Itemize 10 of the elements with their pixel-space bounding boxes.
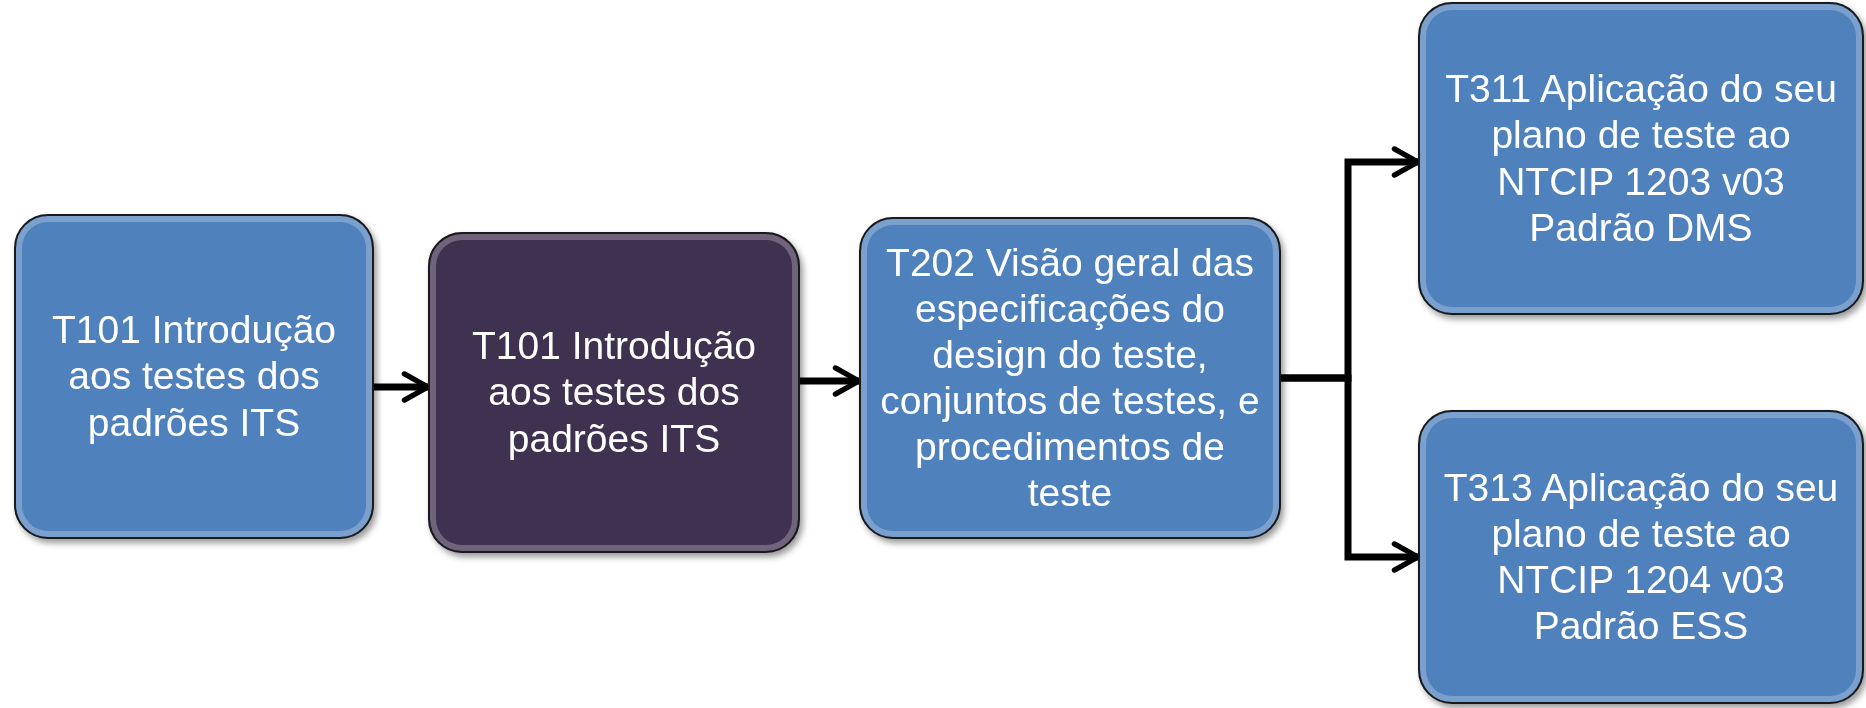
box-label: T101 Introdução aos testes dos padrões ITS — [51, 307, 337, 446]
box-label: T311 Aplicação do seu plano de teste ao NTCIP 1203 v03 Padrão DMS — [1444, 66, 1838, 251]
process-box — [1418, 2, 1864, 315]
box-label: T313 Aplicação do seu plano de teste ao NTCIP 1204 v03 Padrão ESS — [1442, 464, 1840, 649]
box-label: T101 Introdução aos testes dos padrões ITS — [471, 323, 757, 462]
process-box — [1418, 410, 1864, 704]
process-box — [428, 232, 800, 553]
box-label: T202 Visão geral das especificações do design do teste, conjuntos de testes, e procedimentos de teste — [879, 239, 1261, 517]
process-box — [859, 217, 1281, 539]
process-box — [14, 214, 374, 539]
